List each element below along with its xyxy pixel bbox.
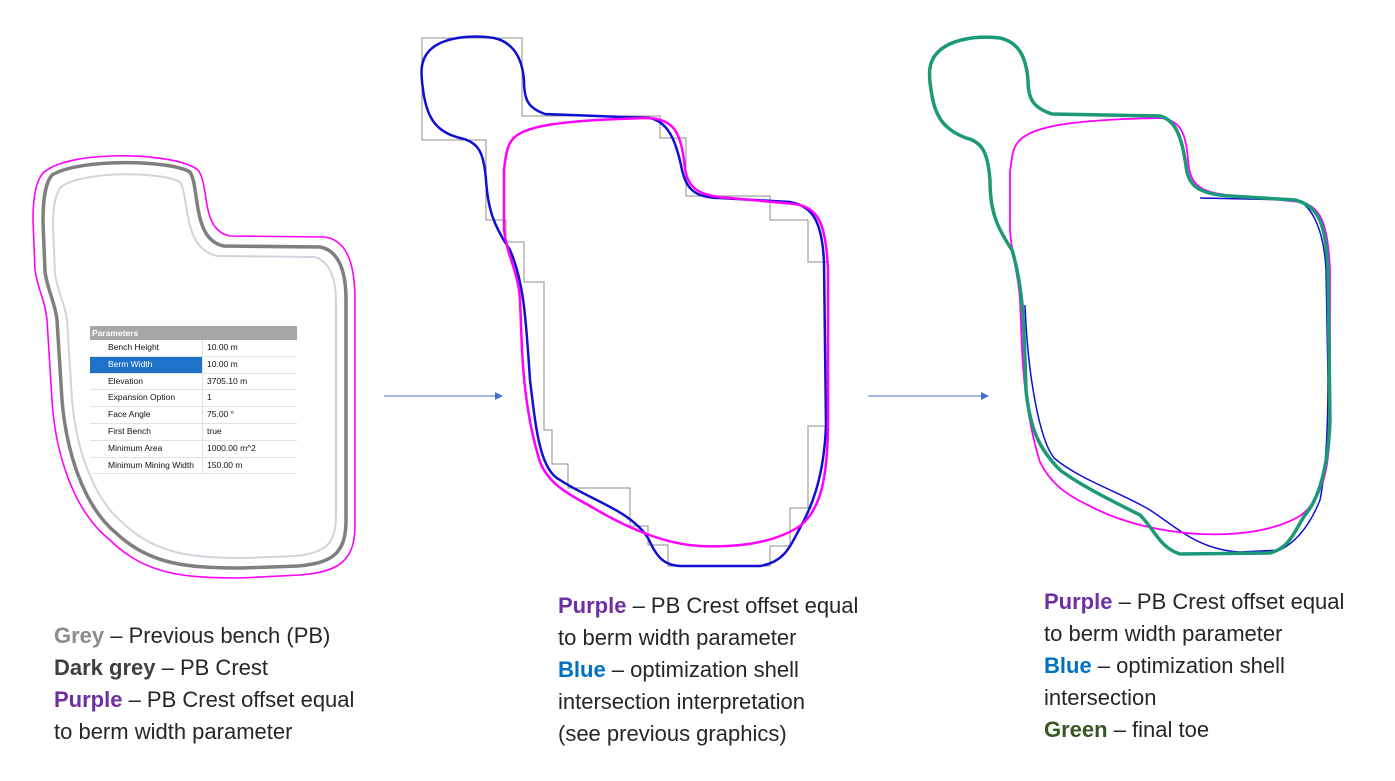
param-name: Elevation bbox=[108, 375, 143, 386]
legend-line: intersection interpretation bbox=[558, 689, 806, 714]
param-row-berm-width[interactable]: Berm Width 10.00 m bbox=[90, 356, 297, 374]
legend-line: Dark grey – PB Crest bbox=[54, 652, 354, 684]
left-pb-crest-outline bbox=[41, 160, 348, 570]
legend-line: Grey – Previous bench (PB) bbox=[54, 620, 354, 652]
param-value: 3705.10 m bbox=[202, 373, 297, 390]
param-row-face-angle[interactable]: Face Angle 75.00 ° bbox=[90, 407, 297, 424]
right-green-final-toe-outline bbox=[927, 35, 1332, 556]
middle-magenta-offset-outline bbox=[502, 116, 830, 548]
parameters-panel: Parameters Bench Height 10.00 m Berm Wid… bbox=[90, 326, 297, 475]
param-row-minimum-mining-width[interactable]: Minimum Mining Width 150.00 m bbox=[90, 457, 297, 475]
middle-shapes bbox=[420, 35, 830, 568]
legend-text: – optimization shell bbox=[605, 657, 799, 682]
legend-keyword-blue: Blue bbox=[1044, 653, 1092, 678]
legend-line: Purple – PB Crest offset equal bbox=[1044, 586, 1344, 618]
right-blue-shell-outline bbox=[1024, 197, 1329, 553]
legend-right: Purple – PB Crest offset equal to berm w… bbox=[1044, 586, 1344, 746]
legend-line: to berm width parameter bbox=[558, 625, 797, 650]
legend-line: Blue – optimization shell bbox=[1044, 650, 1344, 682]
param-value: 75.00 ° bbox=[202, 407, 297, 423]
legend-text: – PB Crest bbox=[155, 655, 268, 680]
legend-middle: Purple – PB Crest offset equal to berm w… bbox=[558, 590, 858, 750]
param-name: Bench Height bbox=[108, 342, 160, 352]
legend-line: intersection bbox=[1044, 685, 1157, 710]
legend-keyword-blue: Blue bbox=[558, 657, 606, 682]
param-value: 10.00 m bbox=[202, 340, 297, 356]
legend-line: Blue – optimization shell bbox=[558, 654, 858, 686]
legend-text: – final toe bbox=[1107, 717, 1210, 742]
param-name: Minimum Area bbox=[108, 442, 163, 453]
param-name: First Bench bbox=[108, 425, 151, 436]
param-value: 1000.00 m^2 bbox=[202, 440, 297, 457]
left-pb-light-outline bbox=[51, 173, 337, 560]
param-value: 150.00 m bbox=[202, 457, 297, 474]
right-magenta-offset-outline bbox=[1009, 117, 1331, 536]
legend-line: (see previous graphics) bbox=[558, 721, 787, 746]
legend-text: – PB Crest offset equal bbox=[1112, 589, 1345, 614]
param-row-bench-height[interactable]: Bench Height 10.00 m bbox=[90, 340, 297, 357]
legend-keyword-purple: Purple bbox=[558, 593, 627, 618]
legend-keyword-green: Green bbox=[1044, 717, 1108, 742]
legend-keyword-grey: Grey bbox=[54, 623, 105, 648]
legend-keyword-dark-grey: Dark grey bbox=[54, 655, 156, 680]
param-row-first-bench[interactable]: First Bench true bbox=[90, 423, 297, 441]
legend-text: – PB Crest offset equal bbox=[122, 687, 355, 712]
legend-keyword-purple: Purple bbox=[1044, 589, 1113, 614]
param-row-minimum-area[interactable]: Minimum Area 1000.00 m^2 bbox=[90, 440, 297, 458]
legend-line: to berm width parameter bbox=[54, 719, 293, 744]
param-value: 10.00 m bbox=[202, 356, 297, 373]
left-pb-offset-outline bbox=[32, 154, 356, 579]
param-name-selected: Berm Width bbox=[90, 356, 202, 373]
param-name: Minimum Mining Width bbox=[108, 459, 194, 470]
param-name: Face Angle bbox=[108, 409, 151, 420]
param-row-expansion-option[interactable]: Expansion Option 1 bbox=[90, 390, 297, 408]
legend-line: Purple – PB Crest offset equal bbox=[558, 590, 858, 622]
legend-line: Purple – PB Crest offset equal bbox=[54, 684, 354, 716]
legend-text: – PB Crest offset equal bbox=[626, 593, 859, 618]
param-name: Expansion Option bbox=[108, 392, 176, 403]
legend-line: to berm width parameter bbox=[1044, 621, 1283, 646]
parameters-header: Parameters bbox=[90, 326, 297, 340]
legend-text: – optimization shell bbox=[1091, 653, 1285, 678]
param-value: 1 bbox=[202, 390, 297, 407]
legend-keyword-purple: Purple bbox=[54, 687, 123, 712]
right-shapes bbox=[927, 35, 1332, 556]
param-value: true bbox=[202, 423, 297, 440]
legend-line: Green – final toe bbox=[1044, 714, 1344, 746]
middle-blue-shell-outline bbox=[420, 35, 828, 568]
legend-text: – Previous bench (PB) bbox=[104, 623, 331, 648]
left-bench-outlines bbox=[32, 154, 356, 579]
legend-left: Grey – Previous bench (PB) Dark grey – P… bbox=[54, 620, 354, 748]
param-row-elevation[interactable]: Elevation 3705.10 m bbox=[90, 373, 297, 391]
